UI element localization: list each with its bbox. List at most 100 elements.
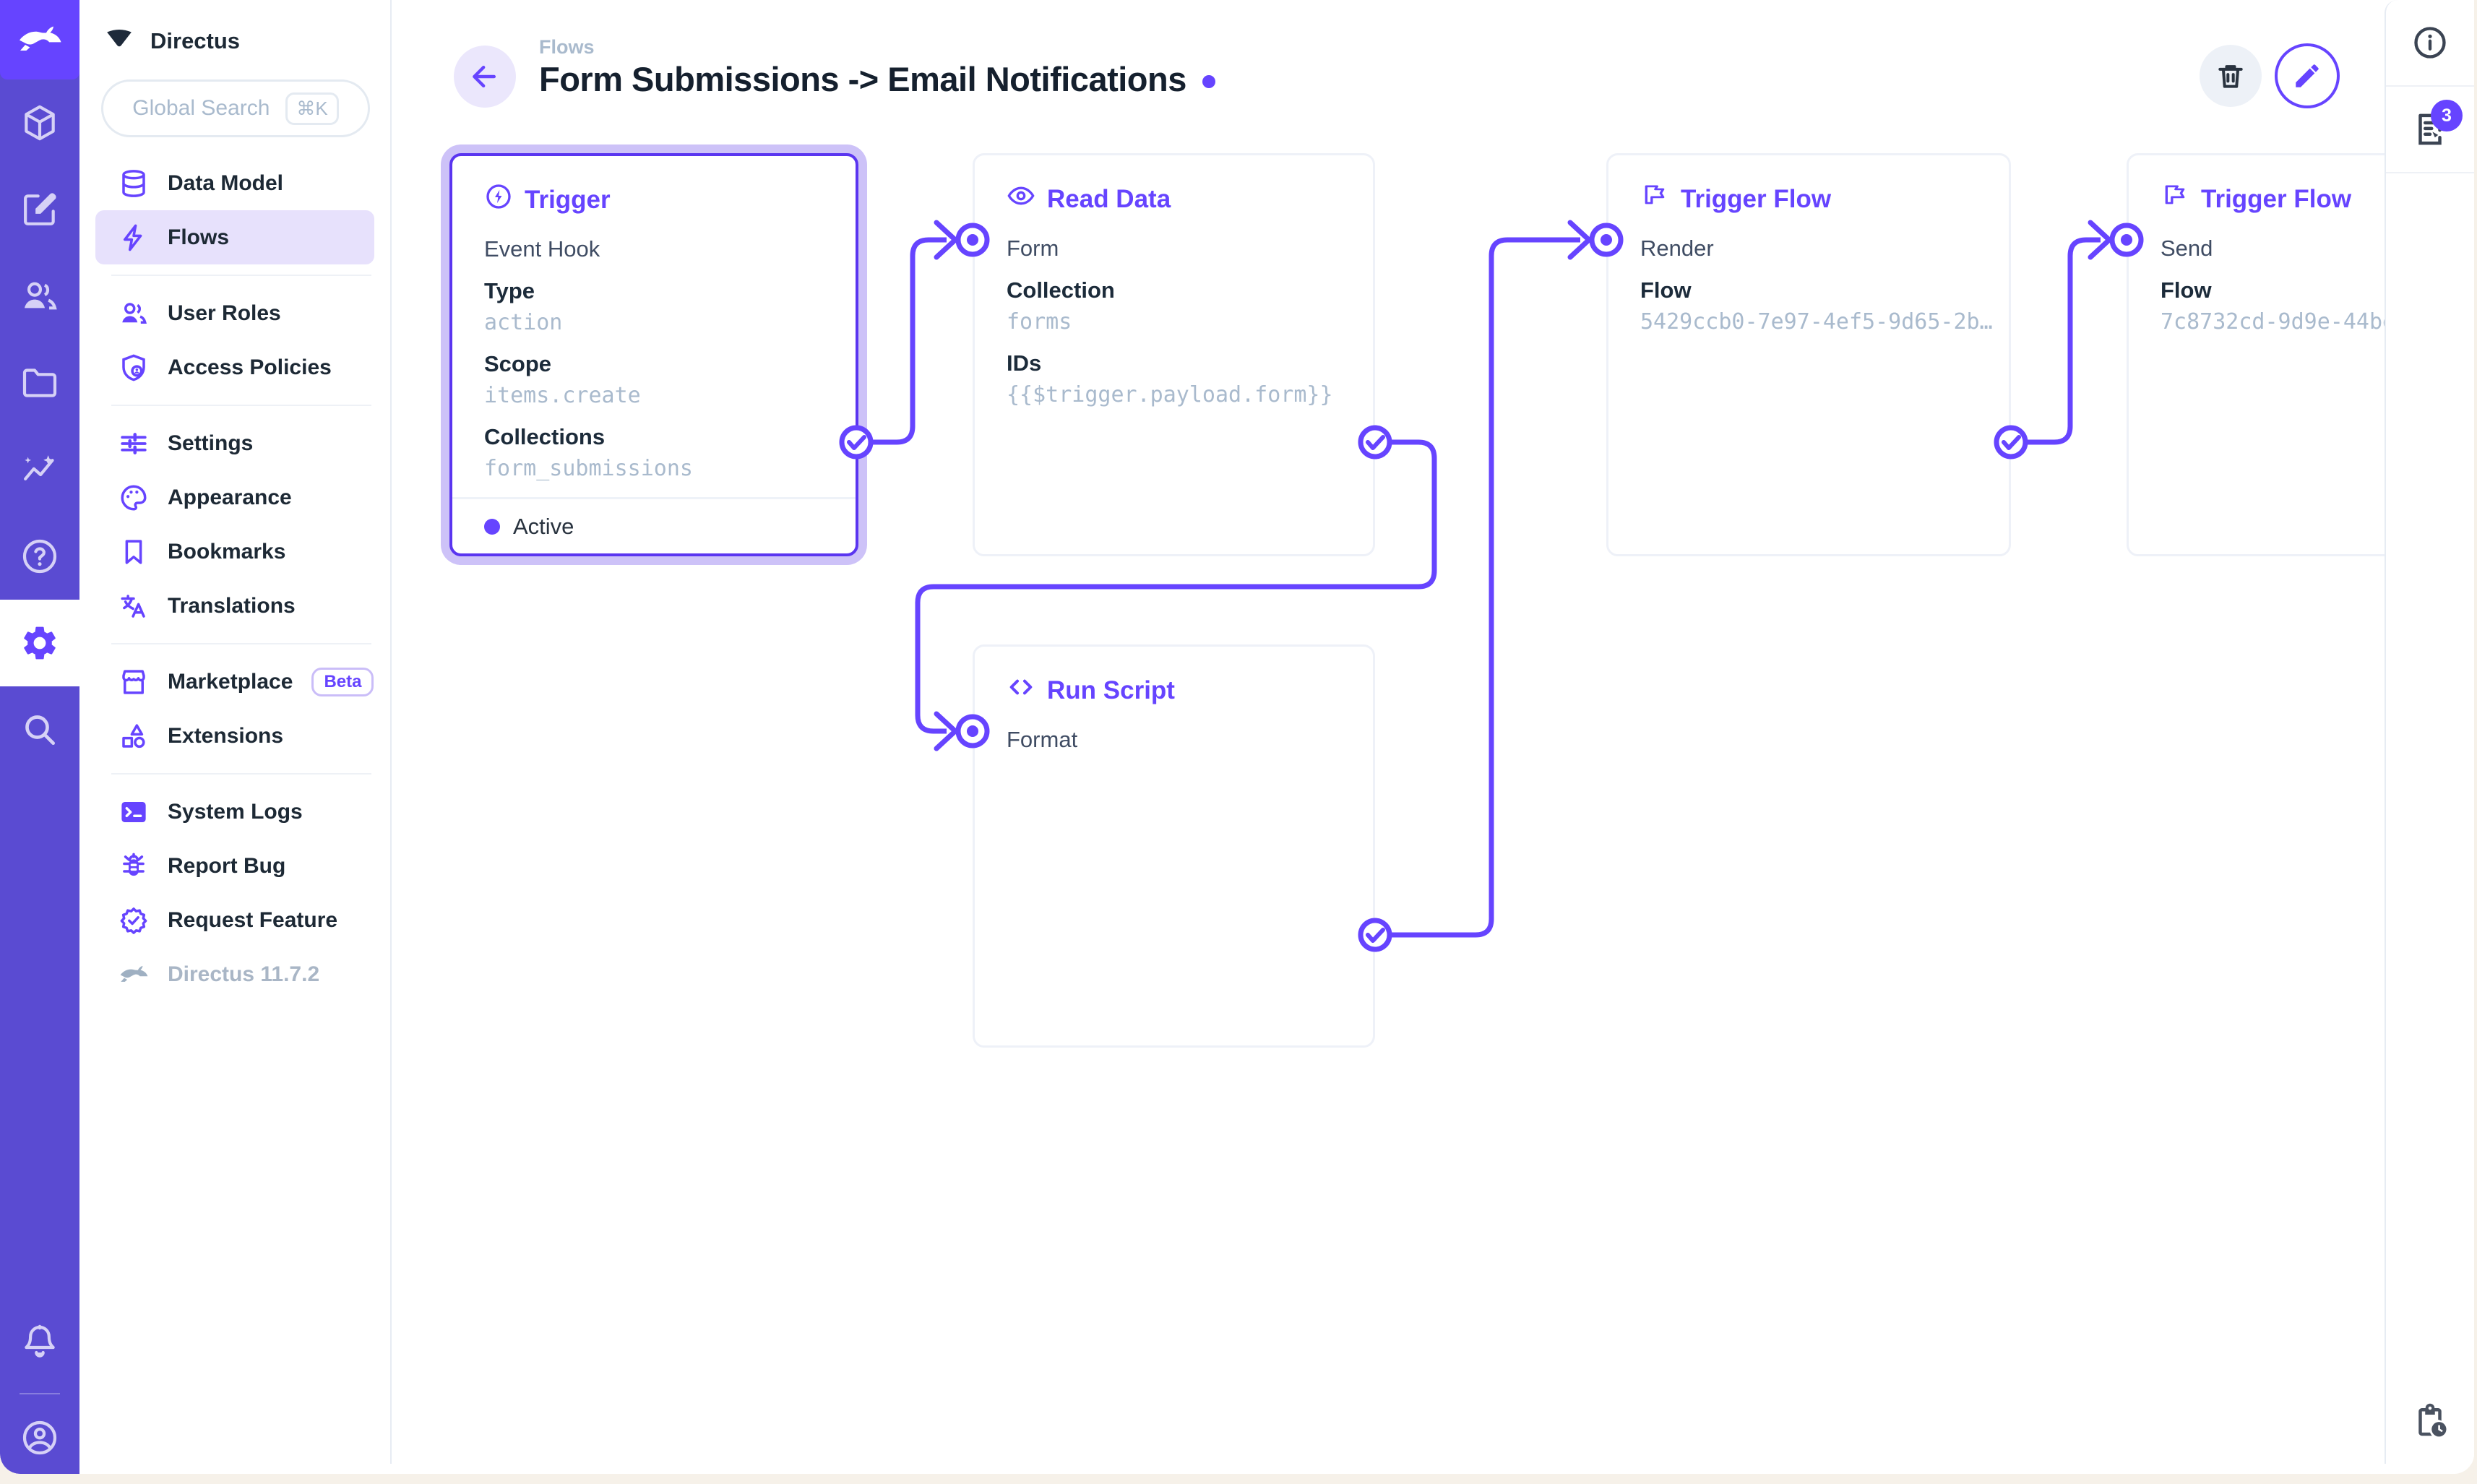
notifications-button[interactable]: [0, 1299, 79, 1386]
help-icon: [22, 539, 57, 574]
module-settings[interactable]: [0, 600, 79, 686]
info-icon: [2414, 27, 2446, 59]
sidebar-item-bookmarks[interactable]: Bookmarks: [95, 525, 374, 579]
module-help[interactable]: [0, 513, 79, 600]
field-value: 7c8732cd-9d9e-44be: [2161, 309, 2396, 335]
project-logo-icon: [107, 29, 132, 47]
run-script-operation: Format: [1007, 727, 1078, 752]
project-name: Directus: [150, 28, 241, 53]
sidebar-item-settings[interactable]: Settings: [95, 416, 374, 470]
global-search-input[interactable]: Global Search ⌘K: [101, 79, 370, 137]
bell-icon: [25, 1324, 55, 1358]
delete-flow-button[interactable]: [2200, 45, 2262, 107]
info-sidebar-button[interactable]: [2386, 0, 2474, 85]
field-value: form_submissions: [484, 456, 693, 481]
field-value: {{$trigger.payload.form}}: [1007, 382, 1333, 407]
module-files[interactable]: [0, 340, 79, 426]
read-data-panel[interactable]: Read Data Form Collection forms IDs {{$t…: [973, 153, 1375, 556]
field-label: Flow: [1640, 277, 1692, 303]
module-insights[interactable]: [0, 426, 79, 513]
trigger-operation: Event Hook: [484, 236, 600, 262]
field-label: Scope: [484, 351, 552, 376]
shapes-icon: [119, 721, 149, 751]
trigger-flow-panel-title: Trigger Flow: [1640, 181, 1977, 217]
divider: [79, 763, 390, 785]
flag-icon: [2161, 181, 2189, 217]
flow-runs-button[interactable]: [2386, 1379, 2474, 1464]
terminal-icon: [119, 797, 149, 827]
module-editor[interactable]: [0, 166, 79, 253]
directus-logo[interactable]: [0, 0, 79, 79]
edit-square-icon: [24, 193, 56, 225]
field-label: Flow: [2161, 277, 2212, 303]
account-button[interactable]: [0, 1402, 79, 1474]
logs-count-badge: 3: [2431, 100, 2463, 131]
sidebar-item-extensions[interactable]: Extensions: [95, 709, 374, 763]
divider: [2386, 172, 2474, 173]
arrow-left-icon: [473, 65, 496, 88]
read-data-operation: Form: [1007, 236, 1059, 261]
insights-icon: [24, 455, 54, 480]
translate-icon: [119, 591, 149, 621]
edit-flow-button[interactable]: [2275, 43, 2340, 108]
field-value: items.create: [484, 383, 641, 408]
sidebar-item-flows[interactable]: Flows: [95, 210, 374, 264]
tune-icon: [119, 428, 149, 459]
sidebar-item-access-policies[interactable]: Access Policies: [95, 340, 374, 394]
logs-sidebar-button[interactable]: 3: [2386, 87, 2474, 172]
sidebar-item-translations[interactable]: Translations: [95, 579, 374, 633]
search-placeholder: Global Search: [132, 96, 270, 120]
palette-icon: [119, 483, 149, 513]
trigger-flow-render-panel[interactable]: Trigger Flow Render Flow 5429ccb0-7e97-4…: [1606, 153, 2011, 556]
window-frame: [0, 1474, 2477, 1484]
breadcrumb[interactable]: Flows: [539, 36, 595, 58]
trigger-panel[interactable]: Trigger Event Hook Type action Scope ite…: [449, 153, 858, 556]
rabbit-logo-icon: [119, 959, 149, 990]
divider: [20, 1393, 60, 1394]
module-search[interactable]: [0, 686, 79, 773]
field-label: Collections: [484, 424, 606, 449]
users-icon: [25, 282, 57, 310]
box-icon: [25, 105, 55, 141]
divider: [79, 633, 390, 655]
navigation-sidebar: Directus Global Search ⌘K Data Model Flo…: [79, 0, 392, 1464]
version-info: Directus 11.7.2: [95, 947, 374, 1001]
feature-badge-icon: [119, 905, 149, 936]
sidebar-item-request-feature[interactable]: Request Feature: [95, 893, 374, 947]
search-icon: [25, 715, 55, 745]
trash-icon: [2218, 65, 2243, 88]
field-label: IDs: [1007, 350, 1042, 376]
right-sidebar: 3: [2385, 0, 2474, 1464]
sidebar-item-report-bug[interactable]: Report Bug: [95, 839, 374, 893]
module-content[interactable]: [0, 79, 79, 166]
project-header[interactable]: Directus: [79, 0, 390, 58]
sidebar-item-user-roles[interactable]: User Roles: [95, 286, 374, 340]
flag-icon: [1640, 181, 1669, 217]
unsaved-dot: [1202, 74, 1215, 88]
module-users[interactable]: [0, 253, 79, 340]
sidebar-item-marketplace[interactable]: Marketplace Beta: [95, 655, 374, 709]
field-label: Collection: [1007, 277, 1115, 303]
clipboard-clock-icon: [2418, 1403, 2447, 1437]
sidebar-item-data-model[interactable]: Data Model: [95, 156, 374, 210]
account-circle-icon: [22, 1420, 57, 1455]
eye-icon: [1007, 181, 1035, 217]
sidebar-item-system-logs[interactable]: System Logs: [95, 785, 374, 839]
field-value: forms: [1007, 309, 1072, 335]
bug-icon: [119, 851, 149, 881]
divider: [79, 264, 390, 286]
page-title: Form Submissions -> Email Notifications: [539, 60, 1186, 98]
sidebar-item-appearance[interactable]: Appearance: [95, 470, 374, 525]
trigger-flow-operation: Render: [1640, 236, 1714, 261]
folder-icon: [22, 368, 57, 397]
back-button[interactable]: [454, 46, 516, 108]
shield-user-icon: [119, 353, 149, 383]
database-icon: [119, 168, 149, 199]
search-shortcut: ⌘K: [285, 92, 339, 125]
module-bar: [0, 0, 79, 1474]
field-label: Type: [484, 278, 535, 303]
bookmark-icon: [119, 537, 149, 567]
run-script-panel[interactable]: Run Script Format: [973, 644, 1375, 1048]
read-data-panel-title: Read Data: [1007, 181, 1341, 217]
